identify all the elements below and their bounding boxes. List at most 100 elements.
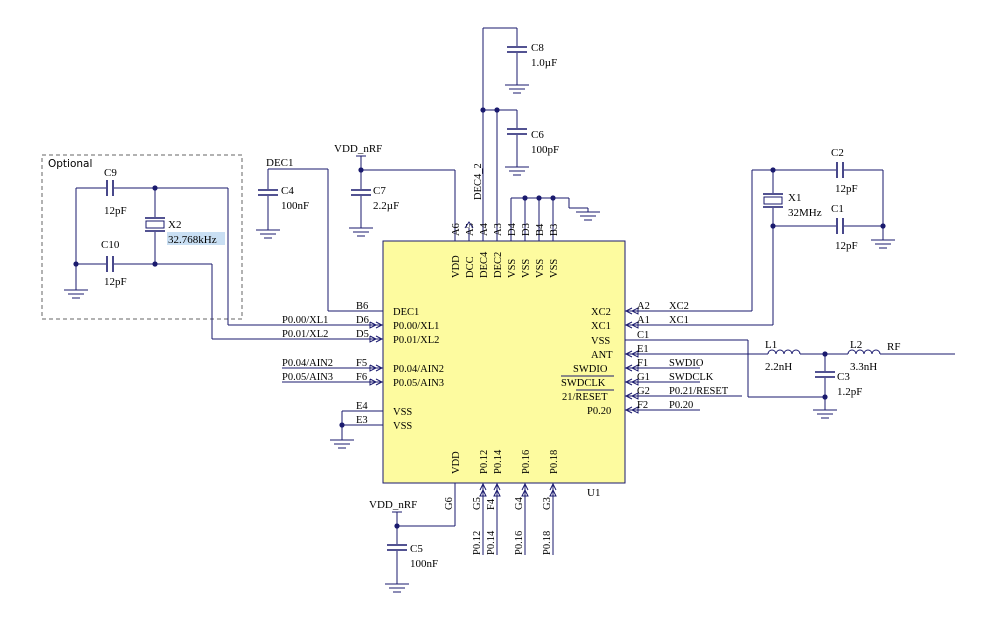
pin-name-vss-c1: VSS	[591, 336, 610, 347]
dec1-net-label: DEC1	[266, 157, 294, 169]
c4-value: 100nF	[281, 200, 309, 212]
pin-name-reset: 21/RESET	[562, 392, 608, 403]
pin-name-vss-e4: VSS	[393, 407, 412, 418]
pin-name-dcc: DCC	[465, 256, 476, 278]
pin-name-vss-d3: VSS	[521, 259, 532, 278]
pin-num-f4: F4	[486, 498, 497, 510]
c4-ref: C4	[281, 185, 294, 197]
pin-num-e1: E1	[637, 344, 649, 355]
pin-name-xc2: XC2	[591, 307, 611, 318]
ground-symbol-vss-top	[576, 208, 600, 221]
c8-ref: C8	[531, 42, 544, 54]
pin-num-c1: C1	[637, 330, 649, 341]
pin-name-p012: P0.12	[479, 450, 490, 474]
pin-num-a5: A5	[465, 223, 476, 236]
x1-value: 32MHz	[788, 207, 822, 219]
vdd-nrf-bottom-label: VDD_nRF	[369, 499, 417, 511]
pin-name-vdd-top: VDD	[451, 255, 462, 278]
pin-name-vss-d4: VSS	[507, 259, 518, 278]
pin-num-b6: B6	[356, 301, 368, 312]
net-p005-ain3: P0.05/AIN3	[282, 372, 333, 383]
pin-num-f6: F6	[356, 372, 367, 383]
optional-section-box	[41, 154, 243, 320]
pin-num-f2: F2	[637, 400, 648, 411]
c9-value: 12pF	[104, 205, 127, 217]
x1-ref: X1	[788, 192, 801, 204]
net-p016: P0.16	[514, 531, 525, 555]
net-p000-xl1: P0.00/XL1	[282, 315, 328, 326]
pin-num-a3: A3	[493, 223, 504, 236]
c5-value: 100nF	[410, 558, 438, 570]
l1-ref: L1	[765, 339, 777, 351]
pin-num-g5: G5	[472, 497, 483, 510]
pin-num-f5: F5	[356, 358, 367, 369]
x2-ref: X2	[168, 219, 181, 231]
pin-num-a6: A6	[451, 223, 462, 236]
pin-name-p001-xl2: P0.01/XL2	[393, 335, 439, 346]
pin-name-dec1: DEC1	[393, 307, 419, 318]
c6-value: 100pF	[531, 144, 559, 156]
net-p014: P0.14	[486, 530, 497, 555]
c1-ref: C1	[831, 203, 844, 215]
bottom-pins	[454, 483, 554, 555]
pin-name-dec2: DEC2	[493, 252, 504, 278]
c9-ref: C9	[104, 167, 117, 179]
c7-value: 2.2µF	[373, 200, 399, 212]
top-pin-names: VDD DCC DEC4 DEC2 VSS VSS VSS VSS	[451, 251, 560, 278]
pin-name-p014: P0.14	[493, 449, 504, 474]
pin-name-p005-ain3: P0.05/AIN3	[393, 378, 444, 389]
c6-ref: C6	[531, 129, 544, 141]
pin-num-a1: A1	[637, 315, 650, 326]
pin-name-xc1: XC1	[591, 321, 611, 332]
top-pin-numbers: A6 A5 A4 A3 D4 D3 B4 B3	[451, 222, 560, 236]
pin-num-g4: G4	[514, 496, 525, 510]
pin-name-p016: P0.16	[521, 450, 532, 474]
pin-num-b3: B3	[549, 224, 560, 236]
c8-value: 1.0µF	[531, 57, 557, 69]
left-pins	[282, 324, 383, 426]
pin-num-g3: G3	[542, 497, 553, 510]
c5-ref: C5	[410, 543, 423, 555]
net-p018: P0.18	[542, 531, 553, 555]
pin-name-vss-b4: VSS	[535, 259, 546, 278]
x2-value: 32.768kHz	[168, 234, 217, 246]
pin-num-a4: A4	[479, 222, 490, 236]
rf-net-label: RF	[887, 341, 900, 353]
c3-value: 1.2pF	[837, 386, 862, 398]
ic-ref: U1	[587, 487, 600, 499]
net-dec4-2: DEC4_2	[473, 163, 484, 200]
c3-ref: C3	[837, 371, 850, 383]
l2-value: 3.3nH	[850, 361, 877, 373]
net-swdclk: SWDCLK	[669, 372, 714, 383]
c1-value: 12pF	[835, 240, 858, 252]
pin-num-b4: B4	[535, 223, 546, 236]
pin-name-vdd-bottom: VDD	[451, 451, 462, 474]
net-p020: P0.20	[669, 400, 693, 411]
l1-value: 2.2nH	[765, 361, 792, 373]
c2-value: 12pF	[835, 183, 858, 195]
c7-ref: C7	[373, 185, 386, 197]
pin-name-p004-ain2: P0.04/AIN2	[393, 364, 444, 375]
pin-num-g2: G2	[637, 386, 650, 397]
pin-num-d6: D6	[356, 315, 369, 326]
pin-num-d3: D3	[521, 223, 532, 236]
pin-num-d5: D5	[356, 329, 369, 340]
c10-ref: C10	[101, 239, 120, 251]
pin-num-e3: E3	[356, 415, 368, 426]
net-p012: P0.12	[472, 531, 483, 555]
pin-num-d4: D4	[507, 222, 518, 236]
c2-ref: C2	[831, 147, 844, 159]
optional-label: Optional	[48, 158, 92, 170]
pin-name-vss-b3: VSS	[549, 259, 560, 278]
l2-ref: L2	[850, 339, 862, 351]
pin-name-vss-e3: VSS	[393, 421, 412, 432]
net-p004-ain2: P0.04/AIN2	[282, 358, 333, 369]
pin-name-p018: P0.18	[549, 450, 560, 474]
pin-num-g1: G1	[637, 372, 650, 383]
pin-name-swdio: SWDIO	[573, 364, 608, 375]
pin-num-a2: A2	[637, 301, 650, 312]
c10-value: 12pF	[104, 276, 127, 288]
pin-num-e4: E4	[356, 401, 368, 412]
pin-num-g6: G6	[444, 497, 455, 510]
